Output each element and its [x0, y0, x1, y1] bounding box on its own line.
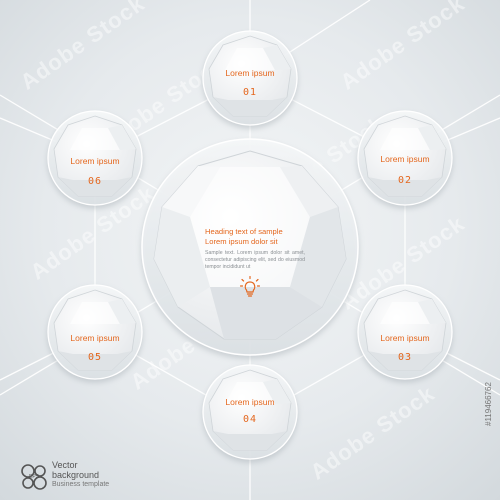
node-polyhedron — [363, 289, 447, 371]
hub-body-text: Sample text. Lorem ipsum dolor sit amet,… — [205, 250, 305, 270]
hub-heading-line1: Heading text of sample — [205, 227, 283, 236]
node-06 — [47, 110, 143, 206]
node-04-label: Lorem ipsum — [225, 397, 275, 407]
node-01-number: 01 — [242, 87, 258, 98]
eps-badge-icon: EPS — [21, 464, 47, 490]
footer-line2: background — [52, 470, 100, 480]
hub-polyhedron — [153, 150, 347, 340]
node-04 — [202, 364, 298, 460]
node-05-number: 05 — [87, 352, 103, 363]
node-02-label: Lorem ipsum — [380, 154, 430, 164]
eps-badge-text: EPS — [29, 474, 40, 480]
footer-caption: Vector background Business template — [52, 460, 109, 489]
hub-node — [141, 138, 359, 356]
lightbulb-icon — [240, 276, 260, 297]
node-02 — [357, 110, 453, 206]
node-03-label: Lorem ipsum — [380, 333, 430, 343]
node-polyhedron — [53, 289, 137, 371]
footer-line3: Business template — [52, 481, 110, 488]
footer-line1: Vector — [52, 460, 78, 470]
node-01-label: Lorem ipsum — [225, 68, 275, 78]
node-01 — [202, 30, 298, 126]
node-02-number: 02 — [397, 175, 413, 186]
stock-id: #119466762 — [484, 382, 493, 426]
node-06-number: 06 — [87, 176, 103, 187]
node-05 — [47, 284, 143, 380]
node-04-number: 04 — [242, 414, 258, 425]
node-03 — [357, 284, 453, 380]
hub-text-block: Heading text of sample Lorem ipsum dolor… — [205, 227, 305, 271]
node-polyhedron — [208, 369, 292, 451]
node-03-number: 03 — [397, 352, 413, 363]
node-polyhedron — [208, 35, 292, 117]
node-05-label: Lorem ipsum — [70, 333, 120, 343]
hub-heading-line2: Lorem ipsum dolor sit — [205, 237, 278, 246]
node-polyhedron — [363, 115, 447, 197]
node-polyhedron — [53, 115, 137, 197]
node-06-label: Lorem ipsum — [70, 156, 120, 166]
